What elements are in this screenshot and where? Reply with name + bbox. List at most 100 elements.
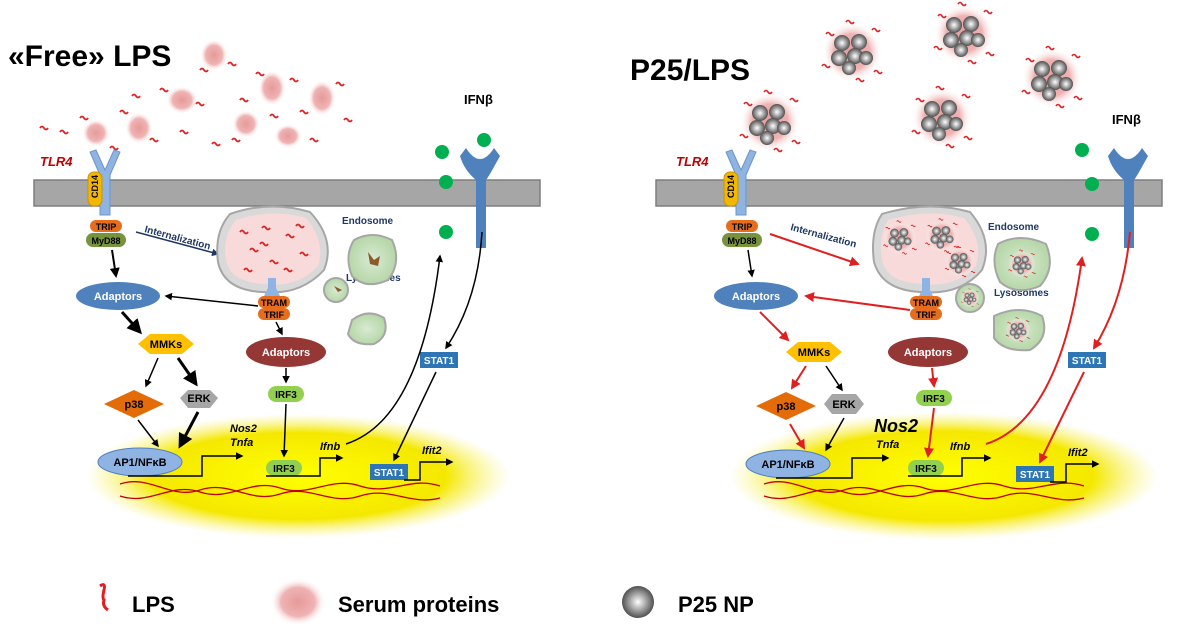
erk-label: ERK [187, 393, 210, 405]
irf3-top-label: IRF3 [275, 390, 297, 401]
legend-lps-label: LPS [132, 592, 175, 617]
ap1-nfkb-label: AP1/NFκB [113, 457, 166, 469]
cell-membrane [33, 179, 541, 207]
endosome [872, 205, 987, 302]
trif-node [910, 308, 942, 320]
ifnb-dot [1085, 177, 1099, 191]
adaptors-left-node [714, 282, 798, 310]
internalization-arrow [769, 233, 860, 267]
myd88-node [86, 233, 126, 247]
nos2-gene-label: Nos2 [230, 423, 257, 435]
irf3-nucleus-label: IRF3 [915, 464, 937, 475]
internalization-label: Internalization [789, 222, 857, 250]
stat1-nucleus-node [1016, 466, 1054, 482]
tram-label: TRAM [261, 298, 287, 308]
cd14-receptor [723, 171, 739, 207]
ap1-nfkb-label: AP1/NFκB [761, 459, 814, 471]
ifnb-label: IFNβ [464, 92, 493, 107]
ifit2-gene-label: Ifit2 [1068, 447, 1088, 459]
irf3-nucleus-node [908, 460, 944, 476]
endosome-label: Endosome [342, 216, 394, 227]
irf3-top-label: IRF3 [923, 394, 945, 405]
adaptors-right-node [888, 337, 968, 367]
tlr4-complex: CD14 TLR4 TRIP MyD88 [676, 149, 762, 247]
stat1-top-node [420, 352, 458, 368]
ifnb-dot [435, 145, 449, 159]
mmks-label: MMKs [150, 339, 182, 351]
adaptors-right-node [246, 337, 326, 367]
stat1-nucleus-label: STAT1 [1020, 470, 1051, 481]
internalization-arrow [135, 231, 220, 257]
tram-label: TRAM [913, 298, 939, 308]
trip-node [726, 220, 758, 232]
irf3-top-node [916, 390, 952, 406]
tnfa-gene-label: Tnfa [876, 439, 899, 451]
tlr4-label: TLR4 [676, 154, 709, 169]
stat1-top-node [1068, 352, 1106, 368]
lysosomes [955, 237, 1051, 352]
serum-protein-legend-icon [270, 578, 326, 626]
lps-legend-icon [99, 583, 109, 612]
ifnb-gene-label: Ifnb [950, 441, 970, 453]
cd14-label: CD14 [726, 175, 736, 198]
endosome [216, 205, 329, 300]
nos2-gene-label: Nos2 [874, 416, 918, 436]
mmks-node [138, 334, 194, 354]
ifnb-dot [439, 225, 453, 239]
ifit2-gene-label: Ifit2 [422, 445, 442, 457]
irf3-nucleus-label: IRF3 [273, 464, 295, 475]
adaptors-left-label: Adaptors [94, 291, 142, 303]
mmks-label: MMKs [798, 347, 830, 359]
tlr4-complex: CD14 TLR4 TRIP MyD88 [40, 149, 126, 247]
ifnb-dot [1085, 227, 1099, 241]
myd88-label: MyD88 [727, 236, 756, 246]
mmks-node [786, 342, 842, 362]
p38-label: p38 [777, 401, 796, 413]
ifnb-dot [439, 175, 453, 189]
ifnb-receptor [460, 148, 500, 248]
p25-np-legend-icon [622, 586, 654, 618]
myd88-node [722, 233, 762, 247]
adaptors-left-label: Adaptors [732, 291, 780, 303]
panel-title: P25/LPS [630, 54, 750, 87]
stat1-nucleus-label: STAT1 [374, 468, 405, 479]
erk-label: ERK [832, 399, 855, 411]
lysosomes-label: Lysosomes [994, 288, 1049, 299]
tlr4-label: TLR4 [40, 154, 73, 169]
trip-node [90, 220, 122, 232]
p38-node [756, 392, 816, 420]
trif-label: TRIF [264, 310, 284, 320]
lps-serum-cloud [39, 39, 353, 151]
irf3-nucleus-node [266, 460, 302, 476]
stat1-top-label: STAT1 [1072, 356, 1103, 367]
trip-label: TRIP [732, 222, 753, 232]
adaptors-left-node [76, 282, 160, 310]
trif-node [258, 308, 290, 320]
cd14-label: CD14 [90, 175, 100, 198]
myd88-label: MyD88 [91, 236, 120, 246]
legend-serum-label: Serum proteins [338, 592, 499, 617]
ifnb-dot [1075, 143, 1089, 157]
panel-p25-lps: P25/LPS CD14 TLR4 TRIP MyD88 Internaliza… [630, 1, 1163, 540]
p38-label: p38 [125, 399, 144, 411]
stat1-top-label: STAT1 [424, 356, 455, 367]
tnfa-gene-label: Tnfa [230, 437, 253, 449]
ifnb-receptor [1108, 148, 1148, 248]
tram-node [910, 296, 942, 308]
trip-label: TRIP [96, 222, 117, 232]
cd14-receptor [87, 171, 103, 207]
legend: LPS Serum proteins P25 NP [99, 578, 754, 626]
erk-node [824, 394, 864, 414]
lysosomes [323, 234, 398, 346]
ifnb-dot [477, 133, 491, 147]
trif-label: TRIF [916, 310, 936, 320]
adaptors-right-label: Adaptors [904, 347, 952, 359]
tram-node [258, 296, 290, 308]
internalization-label: Internalization [143, 224, 211, 252]
p25-nanoparticle-clusters [739, 1, 1083, 153]
panel-title: «Free» LPS [8, 40, 171, 73]
panel-free-lps: «Free» LPS [8, 39, 541, 538]
legend-p25-label: P25 NP [678, 592, 754, 617]
erk-node [180, 390, 218, 408]
